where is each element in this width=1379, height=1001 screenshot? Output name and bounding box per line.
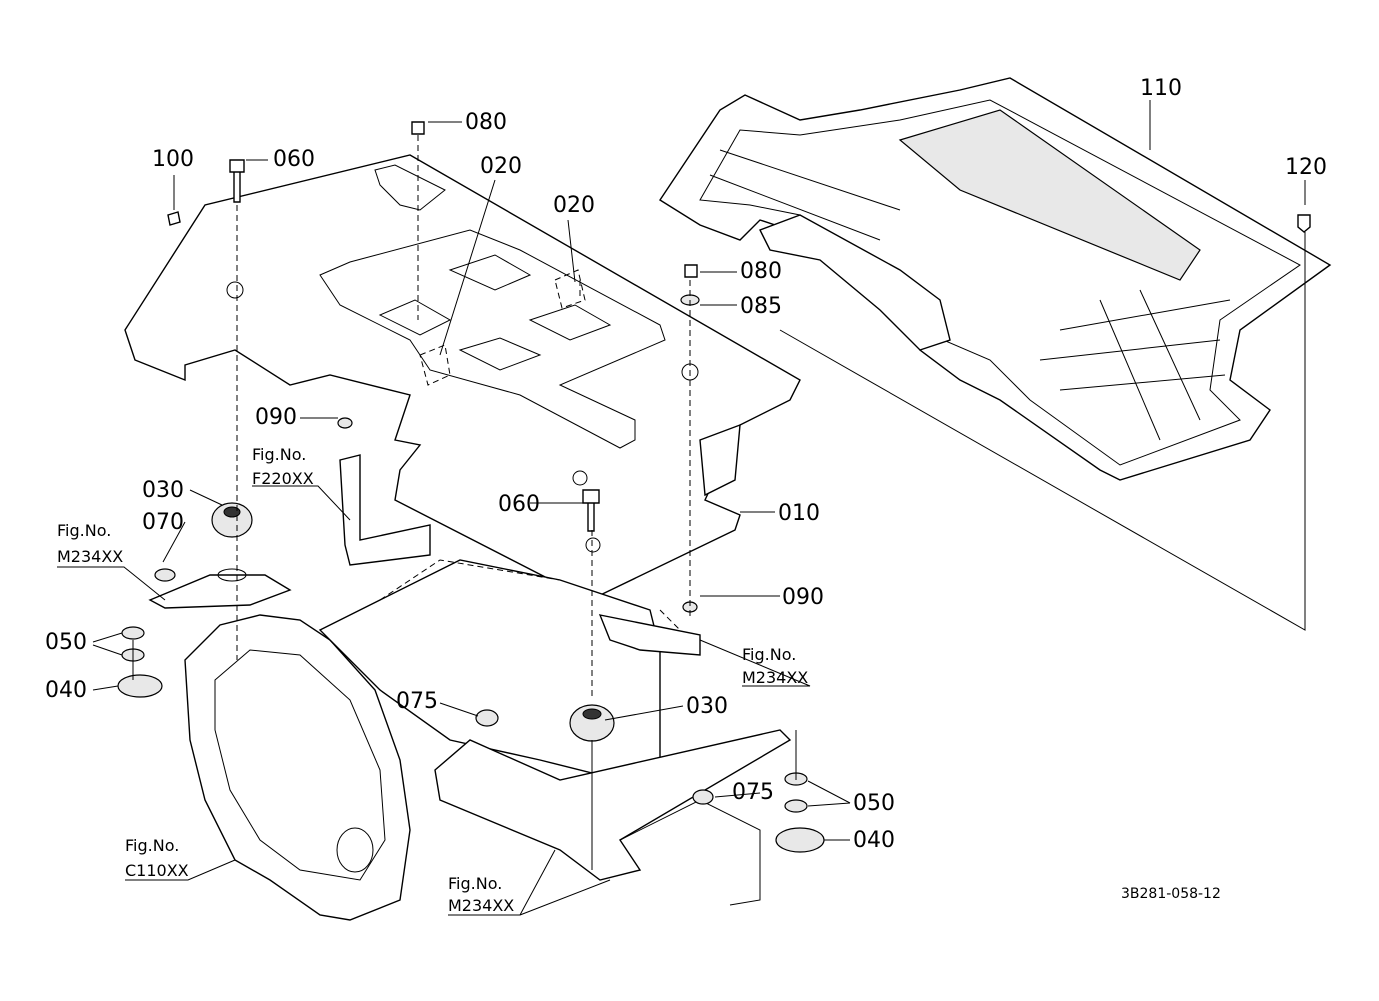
callout-075-right: 075	[732, 780, 774, 805]
callout-120: 120	[1285, 155, 1327, 180]
document-code: 3B281-058-12	[1121, 886, 1221, 902]
callout-060-center: 060	[498, 492, 540, 517]
callout-050-left: 050	[45, 630, 87, 655]
callout-labels: 110 120 100 060 080 020 020 080 085 090 …	[45, 76, 1327, 853]
callout-085: 085	[740, 294, 782, 319]
bolts	[167, 121, 1311, 532]
fig-ref-c110: C110XX	[125, 861, 189, 880]
rubber-mount-030-left	[211, 502, 253, 538]
callout-110: 110	[1140, 76, 1182, 101]
figure-references: Fig.No. F220XX Fig.No. M234XX Fig.No. M2…	[57, 445, 808, 915]
callout-080-right: 080	[740, 259, 782, 284]
callout-100: 100	[152, 147, 194, 172]
rubber-mount-030-right	[569, 704, 615, 742]
callout-090-right: 090	[782, 585, 824, 610]
callout-060-top: 060	[273, 147, 315, 172]
callout-010: 010	[778, 501, 820, 526]
fig-ref-prefix: Fig.No.	[252, 445, 306, 464]
fig-ref-m234-bottom: M234XX	[448, 896, 514, 915]
leader-lines	[57, 100, 1306, 916]
floor-plate-010	[124, 154, 801, 601]
callout-080-top: 080	[465, 110, 507, 135]
callout-050-right: 050	[853, 791, 895, 816]
fig-ref-prefix: Fig.No.	[125, 836, 179, 855]
callout-075-left: 075	[396, 689, 438, 714]
callout-020-left: 020	[480, 154, 522, 179]
fig-ref-m234-right: M234XX	[742, 668, 808, 687]
floor-mat-110	[659, 77, 1332, 481]
fig-ref-f220: F220XX	[252, 469, 314, 488]
washers	[117, 294, 825, 853]
transmission-housing	[148, 454, 792, 921]
fig-ref-prefix: Fig.No.	[742, 645, 796, 664]
callout-040-right: 040	[853, 828, 895, 853]
callout-030-left: 030	[142, 478, 184, 503]
callout-020-right: 020	[553, 193, 595, 218]
fig-ref-prefix: Fig.No.	[448, 874, 502, 893]
callout-090-left: 090	[255, 405, 297, 430]
callout-070: 070	[142, 510, 184, 535]
callout-040-left: 040	[45, 678, 87, 703]
fig-ref-m234-left: M234XX	[57, 547, 123, 566]
fig-ref-prefix: Fig.No.	[57, 521, 111, 540]
callout-030-right: 030	[686, 694, 728, 719]
